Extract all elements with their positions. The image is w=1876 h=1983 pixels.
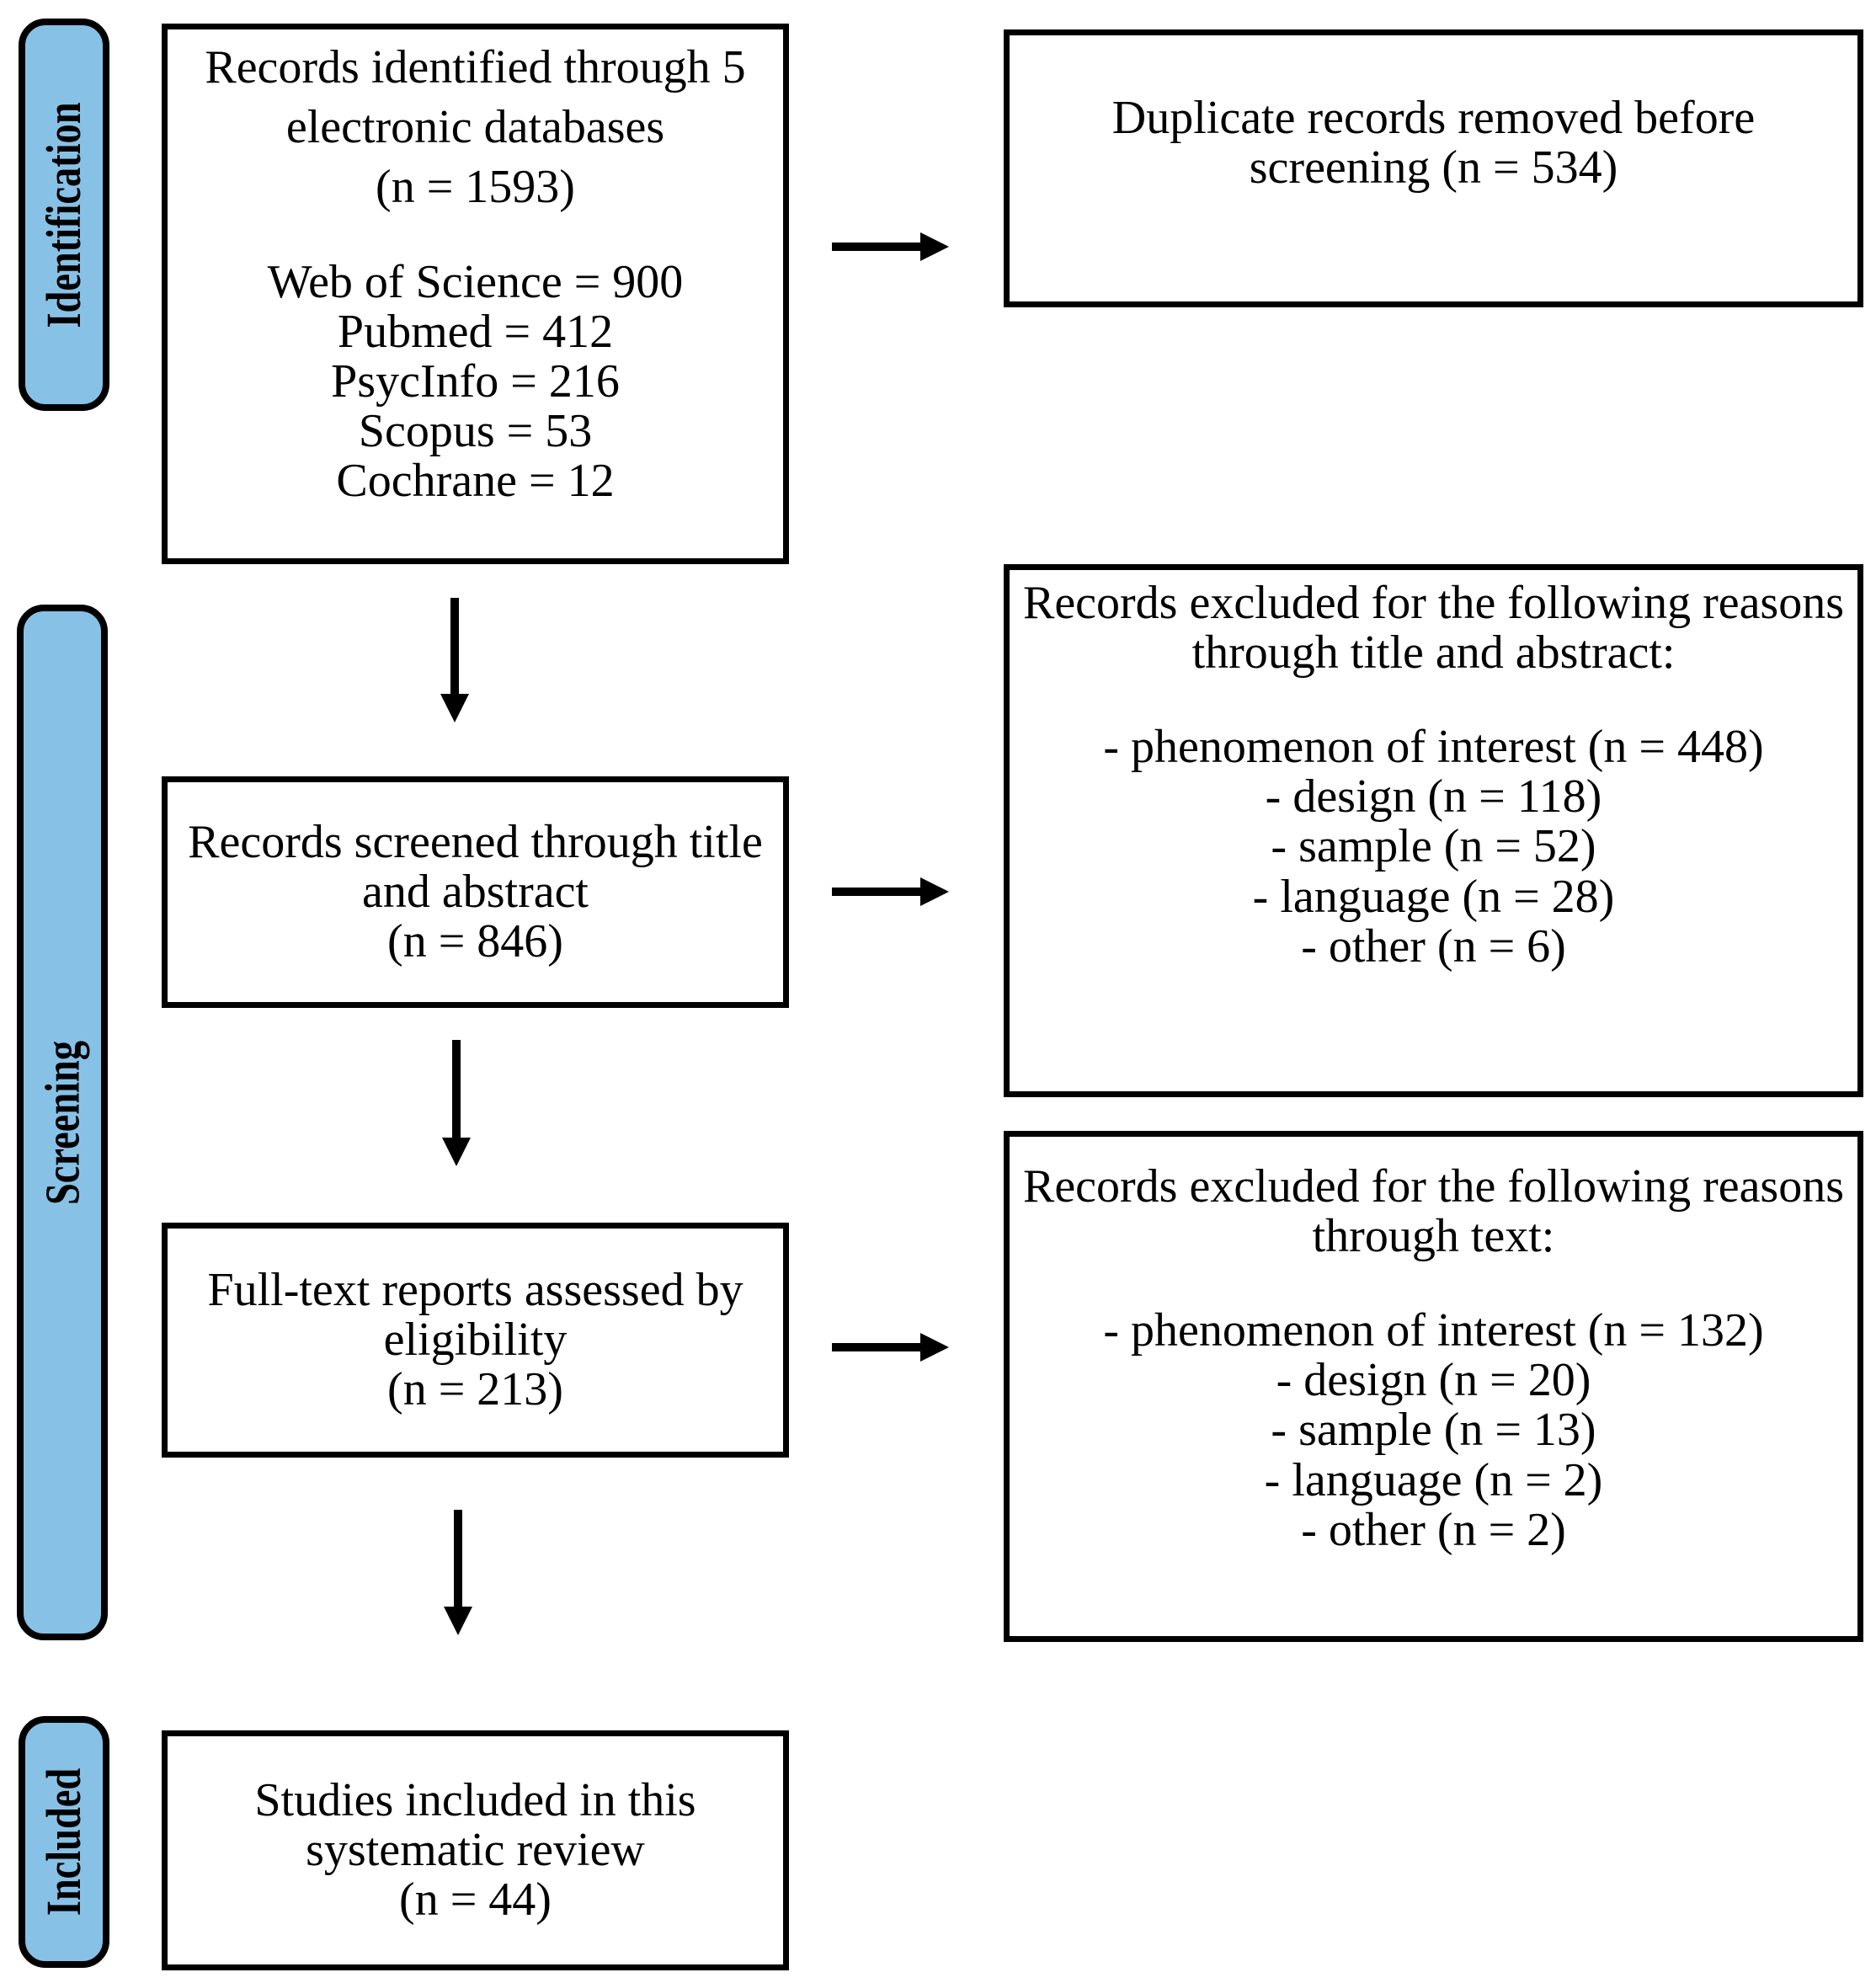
records-identified-databases: Web of Science = 900 Pubmed = 412 PsycIn… [168, 258, 783, 505]
arrow-shaft [832, 243, 920, 251]
text-line: through title and abstract: [1191, 626, 1676, 680]
text-line: screening (n = 534) [1249, 141, 1618, 194]
box-studies-included: Studies included in this systematic revi… [162, 1730, 789, 1970]
text-line: (n = 846) [387, 914, 563, 968]
reason-line: - design (n = 20) [1276, 1354, 1591, 1407]
stage-included: Included [19, 1716, 109, 1968]
text-line: (n = 213) [387, 1362, 563, 1415]
reason-line: - phenomenon of interest (n = 448) [1103, 720, 1764, 773]
arrow-head-right-icon [920, 232, 949, 261]
stage-screening-label: Screening [35, 1040, 90, 1205]
database-line: Cochrane = 12 [336, 454, 615, 507]
reason-line: - phenomenon of interest (n = 132) [1103, 1303, 1764, 1357]
reason-line: - other (n = 2) [1301, 1504, 1566, 1557]
text-line: Records excluded for the following reaso… [1022, 577, 1845, 629]
text-line: Full-text reports assessed by [207, 1264, 743, 1317]
text-line: (n = 44) [399, 1873, 552, 1926]
arrow-identified-to-screened [440, 598, 469, 722]
database-line: PsycInfo = 216 [331, 354, 620, 408]
reason-line: - language (n = 2) [1264, 1453, 1603, 1506]
records-identified-title: Records identified through 5 electronic … [168, 38, 783, 217]
arrow-shaft [832, 1343, 920, 1351]
arrow-screened-to-excluded-title-abstract [832, 877, 949, 906]
database-line: Scopus = 53 [358, 404, 593, 457]
arrow-shaft [452, 1040, 461, 1138]
arrow-screened-to-fulltext [442, 1040, 471, 1166]
text-line: Studies included in this [254, 1774, 696, 1827]
arrow-fulltext-to-included [444, 1510, 472, 1635]
arrow-head-right-icon [920, 1333, 949, 1362]
text-line: Duplicate records removed before [1111, 92, 1756, 145]
arrow-head-right-icon [920, 877, 949, 906]
arrow-shaft [454, 1510, 462, 1607]
box-records-identified: Records identified through 5 electronic … [162, 24, 789, 564]
arrow-shaft [450, 598, 459, 694]
text-line: (n = 1593) [376, 161, 575, 214]
text-line: systematic review [306, 1824, 645, 1877]
arrow-identified-to-duplicates [832, 232, 949, 261]
stage-identification: Identification [19, 19, 109, 411]
box-excluded-title-abstract: Records excluded for the following reaso… [1004, 564, 1863, 1097]
excluded-text-reasons: - phenomenon of interest (n = 132) - des… [1010, 1303, 1857, 1557]
text-line: through text: [1312, 1210, 1555, 1263]
reason-line: - design (n = 118) [1265, 770, 1602, 824]
box-excluded-text: Records excluded for the following reaso… [1004, 1131, 1863, 1642]
text-line: Records identified through 5 [205, 41, 746, 93]
arrow-head-down-icon [444, 1607, 472, 1635]
text-line: Records excluded for the following reaso… [1022, 1160, 1845, 1213]
box-duplicates-removed: Duplicate records removed before screeni… [1004, 29, 1863, 307]
text-line: and abstract [362, 866, 589, 919]
stage-identification-label: Identification [36, 101, 92, 328]
arrow-fulltext-to-excluded-text [832, 1333, 949, 1362]
box-fulltext-assessed: Full-text reports assessed by eligibilit… [162, 1223, 789, 1458]
arrow-head-down-icon [442, 1138, 471, 1166]
text-line: eligibility [383, 1314, 568, 1367]
reason-line: - other (n = 6) [1301, 920, 1566, 973]
reason-line: - sample (n = 52) [1271, 820, 1596, 873]
box-records-screened: Records screened through title and abstr… [162, 776, 789, 1008]
database-line: Pubmed = 412 [337, 306, 614, 359]
excluded-title-abstract-heading: Records excluded for the following reaso… [1010, 578, 1857, 679]
text-line: Records screened through title [188, 816, 763, 869]
arrow-shaft [832, 888, 920, 896]
reason-line: - sample (n = 13) [1271, 1404, 1596, 1457]
text-line: electronic databases [285, 101, 665, 154]
excluded-title-abstract-reasons: - phenomenon of interest (n = 448) - des… [1010, 722, 1857, 973]
arrow-head-down-icon [440, 694, 469, 722]
excluded-text-heading: Records excluded for the following reaso… [1010, 1160, 1857, 1263]
reason-line: - language (n = 28) [1252, 870, 1615, 923]
stage-screening: Screening [17, 605, 108, 1640]
database-line: Web of Science = 900 [267, 256, 684, 309]
stage-included-label: Included [36, 1767, 92, 1916]
